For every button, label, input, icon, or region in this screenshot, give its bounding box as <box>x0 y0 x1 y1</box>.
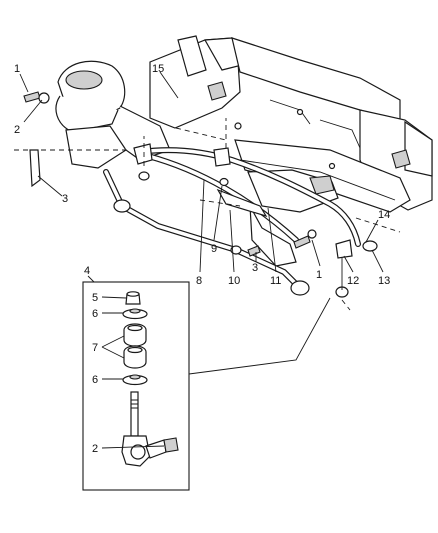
callout-11: 11 <box>270 275 281 287</box>
callout-8: 8 <box>196 275 202 287</box>
callout-15: 15 <box>152 63 164 75</box>
detail-connector-line <box>188 297 331 375</box>
stabilizer-bar-upper <box>137 147 361 247</box>
hidden-lines <box>14 118 401 311</box>
callout-2-upper: 2 <box>14 124 20 136</box>
callout-6-upper: 6 <box>92 308 98 320</box>
detail-box <box>82 281 190 491</box>
callout-12: 12 <box>347 275 359 287</box>
callout-13: 13 <box>378 275 390 287</box>
callout-10: 10 <box>228 275 240 287</box>
callout-1-right: 1 <box>316 269 322 281</box>
callout-1-upper: 1 <box>14 63 20 75</box>
callout-14: 14 <box>378 209 390 221</box>
callout-4: 4 <box>84 265 90 277</box>
callout-2-lower: 2 <box>92 443 98 455</box>
callout-labels: 1 2 3 15 14 8 9 10 3 11 1 12 13 4 5 6 7 … <box>14 63 390 455</box>
callout-3-center: 3 <box>252 262 258 274</box>
lower-links <box>103 169 310 296</box>
vehicle-frame <box>149 35 433 213</box>
callout-9: 9 <box>211 243 217 255</box>
callout-3-left: 3 <box>62 193 68 205</box>
callout-6-lower: 6 <box>92 374 98 386</box>
callout-5: 5 <box>92 292 98 304</box>
leader-lines <box>19 71 384 449</box>
callout-7: 7 <box>92 342 98 354</box>
axle-housing <box>55 60 339 267</box>
